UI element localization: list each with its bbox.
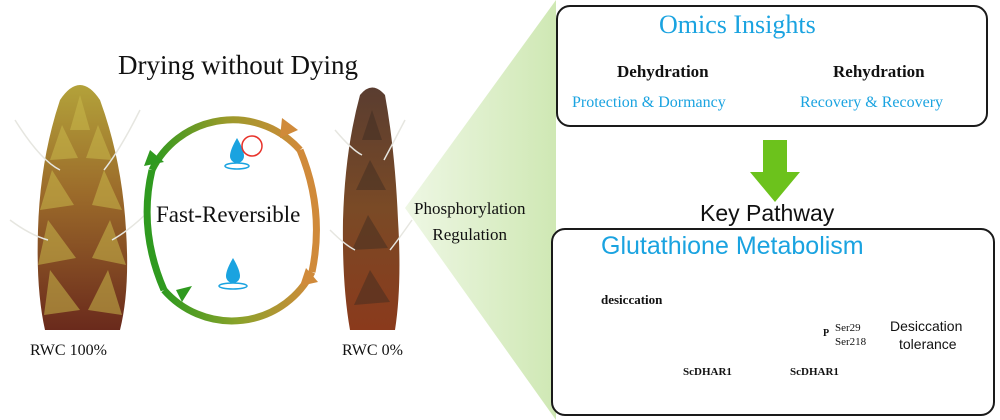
pathway-title: Glutathione Metabolism: [601, 232, 864, 260]
outcome-label-line-2: tolerance: [899, 336, 957, 352]
zoom-wedge: [405, 0, 556, 420]
cycle-arrowhead-bottom-right: [300, 268, 318, 286]
cycle-label: Fast-Reversible: [156, 202, 301, 227]
phosphate-label: P: [823, 328, 830, 339]
cycle-arrowhead-top-left: [144, 150, 164, 166]
omics-insights-panel: [556, 5, 988, 127]
outcome-label-line-1: Desiccation: [890, 318, 963, 334]
site-label-1: Ser29: [835, 322, 861, 334]
key-pathway-label: Key Pathway: [700, 200, 835, 226]
rwc-label-hydrated: RWC 100%: [30, 342, 107, 359]
enzyme-label-left: ScDHAR1: [683, 366, 732, 378]
dehydration-heading: Dehydration: [617, 62, 709, 81]
site-label-2: Ser218: [835, 336, 867, 348]
water-drop-icon-bottom: [218, 258, 248, 290]
dehydration-detail: Protection & Dormancy: [572, 94, 726, 111]
enzyme-label-right: ScDHAR1: [790, 366, 839, 378]
omics-title: Omics Insights: [659, 10, 816, 39]
rehydration-detail: Recovery & Recovery: [800, 94, 944, 111]
cycle-arrowhead-bottom-left: [176, 286, 192, 302]
water-drop-icon-top: [224, 135, 263, 170]
reversible-cycle: [143, 116, 320, 325]
stress-label: desiccation: [601, 292, 663, 307]
diagram-title: Drying without Dying: [118, 50, 358, 80]
mechanism-label: Phosphorylation Regulation: [414, 196, 525, 248]
rwc-label-dried: RWC 0%: [342, 342, 403, 359]
glutathione-metabolism-panel: [551, 228, 995, 416]
hydrated-plant-illustration: [9, 85, 151, 330]
mechanism-line-1: Phosphorylation: [414, 199, 526, 218]
down-arrow: [750, 140, 800, 202]
cycle-arrowhead-top-right: [280, 118, 298, 138]
dried-plant-illustration: [329, 87, 413, 330]
rehydration-heading: Rehydration: [833, 62, 925, 81]
mechanism-line-2: Regulation: [432, 225, 508, 244]
